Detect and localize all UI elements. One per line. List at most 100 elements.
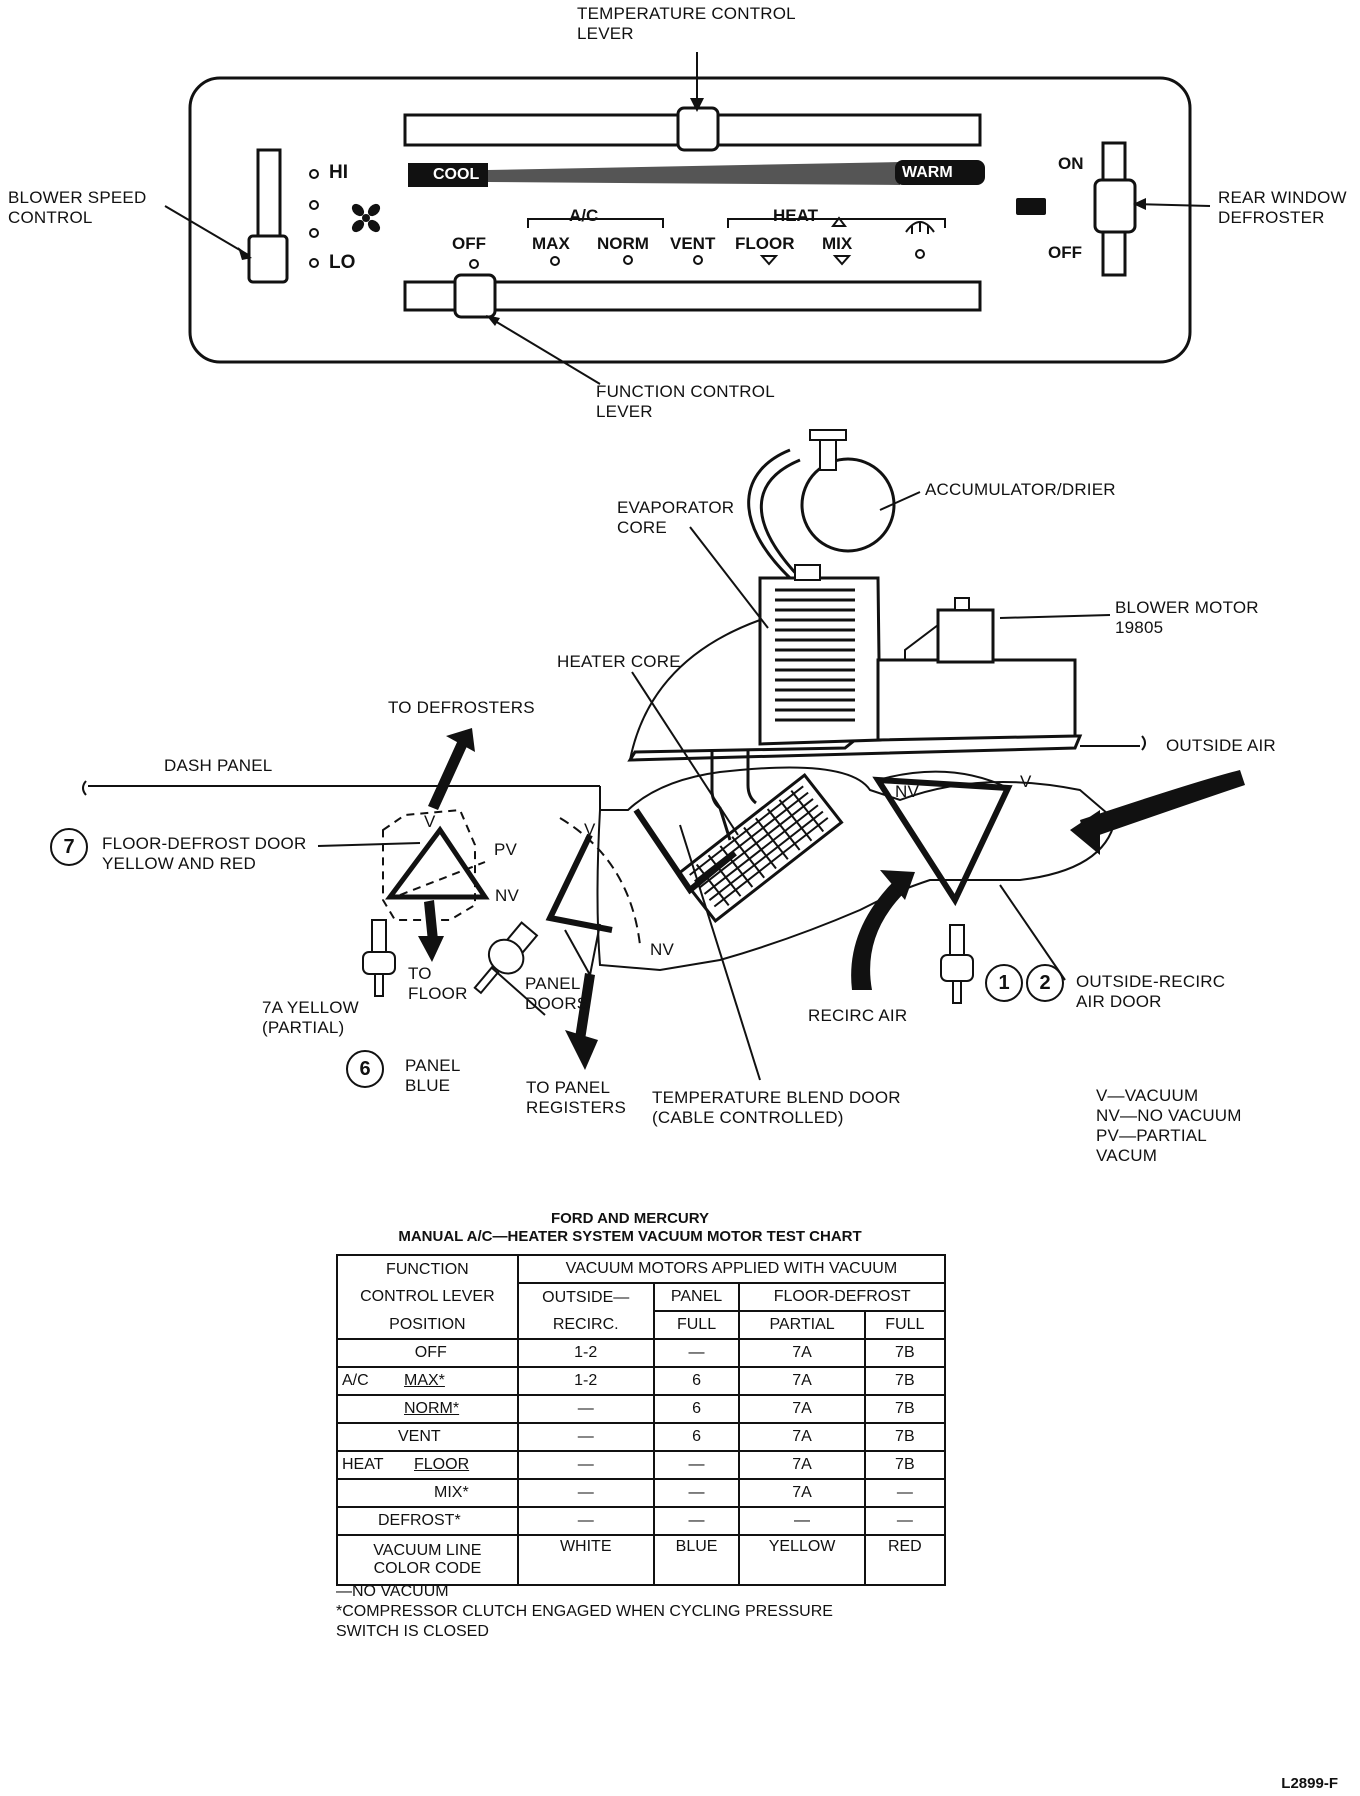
- cell-panel: 6: [652, 1366, 741, 1396]
- cell-partial: 7A: [738, 1422, 866, 1452]
- table-row-color-code: VACUUM LINE COLOR CODE WHITE BLUE YELLOW…: [336, 1534, 947, 1586]
- chart-header-row-1: FUNCTION VACUUM MOTORS APPLIED WITH VACU…: [336, 1254, 947, 1284]
- cell-panel: 6: [652, 1394, 741, 1424]
- dash-panel-label: DASH PANEL: [164, 756, 273, 775]
- color-blue: BLUE: [652, 1534, 741, 1586]
- cell-full: 7B: [863, 1338, 947, 1368]
- outside-air-label: OUTSIDE AIR: [1166, 736, 1276, 755]
- vacuum-motor-test-chart: FUNCTION VACUUM MOTORS APPLIED WITH VACU…: [336, 1254, 947, 1586]
- warm-label: WARM: [902, 164, 953, 181]
- cell-partial: 7A: [738, 1394, 866, 1424]
- outside-recirc-door-label: OUTSIDE-RECIRC AIR DOOR: [1076, 972, 1226, 1011]
- heater-core-label: HEATER CORE: [557, 652, 681, 671]
- door-nv-label-3: NV: [895, 782, 920, 801]
- accumulator-drier: [800, 457, 896, 553]
- row-position: VENT: [336, 1422, 519, 1452]
- cell-full: 7B: [863, 1394, 947, 1424]
- vacuum-motor-6-badge: 6: [346, 1050, 384, 1088]
- floor-defrost-door-label: FLOOR-DEFROST DOOR YELLOW AND RED: [102, 834, 307, 873]
- header-control-lever: CONTROL LEVER: [336, 1283, 519, 1311]
- blower-hi-label: HI: [329, 162, 348, 183]
- to-floor-label: TO FLOOR: [408, 964, 468, 1003]
- ac-group-label: A/C: [569, 206, 599, 225]
- vacuum-motor-1-badge: 1: [985, 964, 1023, 1002]
- recirc-air-label: RECIRC AIR: [808, 1006, 908, 1025]
- position-off: OFF: [452, 234, 486, 253]
- row-position: DEFROST*: [336, 1506, 519, 1536]
- figure-code: L2899-F: [1281, 1775, 1338, 1792]
- chart-header-row-3: POSITION RECIRC. FULL PARTIAL FULL: [336, 1310, 947, 1340]
- function-slot: [403, 280, 982, 312]
- header-function: FUNCTION: [336, 1254, 519, 1283]
- temp-blend-door-label: TEMPERATURE BLEND DOOR (CABLE CONTROLLED…: [652, 1088, 901, 1127]
- position-mix: MIX: [822, 234, 853, 253]
- cell-full: —: [863, 1506, 947, 1536]
- table-row: NORM* — 6 7A 7B: [336, 1394, 947, 1424]
- position-max: MAX: [532, 234, 570, 253]
- vacuum-motor-6: [473, 921, 539, 995]
- color-red: RED: [863, 1534, 947, 1586]
- rear-defrost-on: ON: [1058, 154, 1084, 173]
- blower-lo-label: LO: [329, 252, 356, 273]
- fan-icon: [351, 203, 381, 233]
- cool-label: COOL: [433, 166, 480, 183]
- function-lever-knob: [453, 273, 497, 319]
- chart-header-row-2: CONTROL LEVER OUTSIDE— PANEL FLOOR-DEFRO…: [336, 1282, 946, 1312]
- header-panel: PANEL: [652, 1282, 741, 1312]
- cell-partial: 7A: [738, 1478, 866, 1508]
- rear-defrost-knob: [1093, 178, 1137, 234]
- cell-panel: 6: [652, 1422, 741, 1452]
- rear-defrost-off: OFF: [1048, 243, 1082, 262]
- cell-partial: 7A: [738, 1450, 866, 1480]
- cell-partial: —: [738, 1506, 866, 1536]
- position-floor: FLOOR: [735, 234, 795, 253]
- rear-defrost-icon: [1016, 198, 1046, 215]
- rear-defroster-label: REAR WINDOW DEFROSTER: [1218, 188, 1347, 227]
- blower-speed-knob: [247, 234, 289, 284]
- door-pv-label: PV: [494, 840, 518, 859]
- cell-outside-recirc: —: [516, 1506, 655, 1536]
- cell-outside-recirc: 1-2: [516, 1366, 655, 1396]
- blower-speed-label: BLOWER SPEED CONTROL: [8, 188, 147, 227]
- cell-outside-recirc: —: [516, 1450, 655, 1480]
- table-row: VENT — 6 7A 7B: [336, 1422, 947, 1452]
- blower-motor: [936, 608, 995, 664]
- panel-blue-label: PANEL BLUE: [405, 1056, 461, 1095]
- heater-core-grid: [676, 773, 844, 923]
- table-row: OFF 1-2 — 7A 7B: [336, 1338, 947, 1368]
- vacuum-motor-7a: [362, 919, 396, 997]
- cell-outside-recirc: —: [516, 1394, 655, 1424]
- door-v-label-2: V: [584, 820, 596, 839]
- cell-panel: —: [652, 1478, 741, 1508]
- function-lever-label: FUNCTION CONTROL LEVER: [596, 382, 775, 421]
- row-position: MIX*: [336, 1478, 519, 1508]
- header-position: POSITION: [336, 1311, 519, 1340]
- temperature-lever-knob: [676, 106, 720, 152]
- panel-doors-label: PANEL DOORS: [525, 974, 589, 1013]
- header-defrost-full: FULL: [863, 1310, 947, 1340]
- table-row: MIX* — — 7A —: [336, 1478, 947, 1508]
- heat-group-label: HEAT: [773, 206, 819, 225]
- evaporator-core-label: EVAPORATOR CORE: [617, 498, 735, 537]
- cell-full: 7B: [863, 1422, 947, 1452]
- temperature-lever-label: TEMPERATURE CONTROL LEVER: [577, 4, 796, 43]
- cell-outside-recirc: —: [516, 1422, 655, 1452]
- cell-outside-recirc: 1-2: [516, 1338, 655, 1368]
- header-outside: OUTSIDE—: [516, 1282, 655, 1311]
- evaporator-core-fins: [775, 588, 855, 722]
- door-nv-label-1: NV: [495, 886, 520, 905]
- row-position: OFF: [336, 1338, 519, 1368]
- header-recirc: RECIRC.: [516, 1311, 655, 1340]
- cell-partial: 7A: [738, 1338, 866, 1368]
- chart-notes: —NO VACUUM *COMPRESSOR CLUTCH ENGAGED WH…: [336, 1582, 833, 1642]
- position-norm: NORM: [597, 234, 649, 253]
- to-panel-registers-label: TO PANEL REGISTERS: [526, 1078, 627, 1117]
- color-code-label: VACUUM LINE COLOR CODE: [336, 1534, 519, 1586]
- chart-title-line2: MANUAL A/C—HEATER SYSTEM VACUUM MOTOR TE…: [398, 1228, 862, 1245]
- header-panel-full: FULL: [652, 1310, 741, 1340]
- accumulator-label: ACCUMULATOR/DRIER: [925, 480, 1116, 499]
- airflow-arrows: [418, 728, 1245, 1070]
- table-row: DEFROST* — — — —: [336, 1506, 947, 1536]
- door-nv-label-2: NV: [650, 940, 675, 959]
